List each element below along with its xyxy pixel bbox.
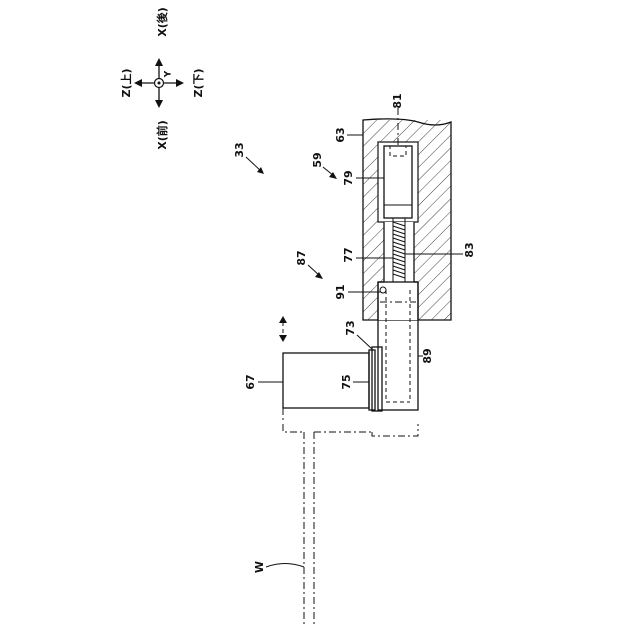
axis-indicator: X(後) X(前) Z(上) Z(下) Y <box>119 7 205 150</box>
ref-label-79: 79 <box>342 170 355 185</box>
axis-label-down: Z(下) <box>192 68 205 97</box>
ref-33: 33 <box>233 142 264 174</box>
member-63 <box>363 119 451 320</box>
ref-label-83: 83 <box>463 242 476 257</box>
axis-label-rear: X(後) <box>155 7 169 37</box>
movement-arrow <box>279 316 287 342</box>
axis-label-front: X(前) <box>155 120 169 150</box>
ref-label-33: 33 <box>233 142 246 157</box>
ref-label-63: 63 <box>334 127 347 142</box>
ref-label-W: W <box>253 561 266 573</box>
ref-label-75: 75 <box>340 374 353 389</box>
ref-label-59: 59 <box>311 152 324 167</box>
axis-label-up: Z(上) <box>119 68 133 97</box>
ref-label-87: 87 <box>295 250 308 265</box>
axis-label-y: Y <box>164 70 174 78</box>
ref-label-81: 81 <box>391 93 404 108</box>
ref-label-73: 73 <box>344 320 357 335</box>
ref-label-77: 77 <box>342 247 355 262</box>
component-67 <box>283 353 369 420</box>
ref-label-67: 67 <box>244 374 257 389</box>
outline-bottom <box>283 424 418 625</box>
ref-label-91: 91 <box>334 284 347 299</box>
plate-73 <box>369 347 382 411</box>
